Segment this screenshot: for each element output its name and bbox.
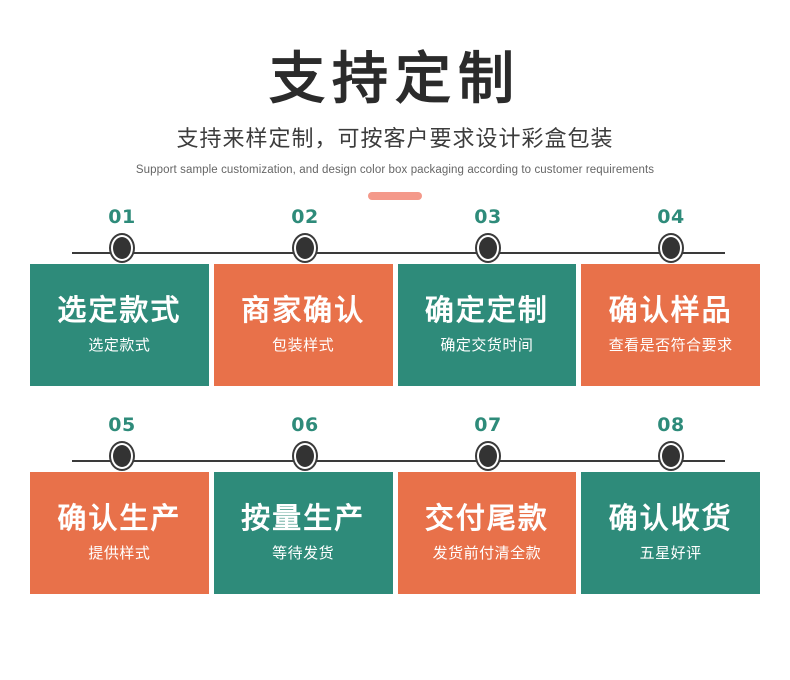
step-card-02[interactable]: 商家确认 包装样式 xyxy=(213,264,393,387)
timeline-number-label: 02 xyxy=(291,206,319,229)
timeline-dot-icon xyxy=(475,441,501,472)
step-card-title: 确认生产 xyxy=(57,503,182,536)
timeline-node-02[interactable]: 02 xyxy=(275,206,335,264)
timeline-number-label: 06 xyxy=(291,414,319,437)
timeline-line xyxy=(72,252,725,254)
step-card-title: 确认收货 xyxy=(608,503,733,536)
step-card-subtitle: 选定款式 xyxy=(88,337,151,355)
timeline-dot-icon xyxy=(109,233,135,264)
step-card-subtitle: 提供样式 xyxy=(88,545,151,563)
timeline-number-label: 03 xyxy=(474,206,502,229)
step-card-title: 选定款式 xyxy=(57,295,182,328)
timeline-number-label: 04 xyxy=(657,206,685,229)
page-subtitle-en: Support sample customization, and design… xyxy=(135,164,655,177)
step-card-title: 确定定制 xyxy=(424,295,549,328)
step-card-subtitle: 等待发货 xyxy=(272,545,335,563)
step-card-06[interactable]: 按量生产 等待发货 xyxy=(213,472,393,595)
step-card-08[interactable]: 确认收货 五星好评 xyxy=(581,472,760,595)
timeline-row-1: 01 02 03 04 xyxy=(0,208,790,264)
timeline-node-07[interactable]: 07 xyxy=(458,414,518,472)
step-card-05[interactable]: 确认生产 提供样式 xyxy=(30,472,209,595)
timeline-node-01[interactable]: 01 xyxy=(92,206,152,264)
timeline-node-08[interactable]: 08 xyxy=(641,414,701,472)
page-header: 支持定制 支持来样定制，可按客户要求设计彩盒包装 Support sample … xyxy=(0,0,790,201)
step-card-row-1: 选定款式 选定款式 商家确认 包装样式 确定定制 确定交货时间 确认样品 查看是… xyxy=(30,264,760,387)
row-spacer xyxy=(0,386,790,408)
timeline-row-2: 05 06 07 08 xyxy=(0,416,790,472)
step-card-title: 商家确认 xyxy=(241,295,366,328)
timeline-number-label: 07 xyxy=(474,414,502,437)
step-card-03[interactable]: 确定定制 确定交货时间 xyxy=(397,264,577,387)
step-card-subtitle: 包装样式 xyxy=(272,337,335,355)
timeline-dot-icon xyxy=(292,233,318,264)
timeline-dot-icon xyxy=(658,233,684,264)
timeline-dot-icon xyxy=(109,441,135,472)
timeline-dot-icon xyxy=(292,441,318,472)
timeline-number-label: 05 xyxy=(108,414,136,437)
timeline-node-03[interactable]: 03 xyxy=(458,206,518,264)
pill-divider-icon xyxy=(368,192,422,201)
timeline-node-06[interactable]: 06 xyxy=(275,414,335,472)
timeline-line xyxy=(72,460,725,462)
page-title: 支持定制 xyxy=(269,47,521,110)
step-card-subtitle: 五星好评 xyxy=(639,545,702,563)
page-subtitle-cn: 支持来样定制，可按客户要求设计彩盒包装 xyxy=(176,126,614,152)
step-card-row-2: 确认生产 提供样式 按量生产 等待发货 交付尾款 发货前付清全款 确认收货 五星… xyxy=(30,472,760,595)
timeline-number-label: 01 xyxy=(108,206,136,229)
timeline-node-05[interactable]: 05 xyxy=(92,414,152,472)
timeline-number-label: 08 xyxy=(657,414,685,437)
step-card-subtitle: 查看是否符合要求 xyxy=(608,337,733,355)
step-card-title: 按量生产 xyxy=(241,503,366,536)
timeline-dot-icon xyxy=(658,441,684,472)
timeline-node-04[interactable]: 04 xyxy=(641,206,701,264)
step-card-subtitle: 确定交货时间 xyxy=(440,337,534,355)
step-card-title: 交付尾款 xyxy=(424,503,549,536)
step-card-01[interactable]: 选定款式 选定款式 xyxy=(30,264,209,387)
step-card-07[interactable]: 交付尾款 发货前付清全款 xyxy=(397,472,577,595)
step-card-04[interactable]: 确认样品 查看是否符合要求 xyxy=(581,264,760,387)
timeline-dot-icon xyxy=(475,233,501,264)
step-card-subtitle: 发货前付清全款 xyxy=(432,545,542,563)
step-card-title: 确认样品 xyxy=(608,295,733,328)
